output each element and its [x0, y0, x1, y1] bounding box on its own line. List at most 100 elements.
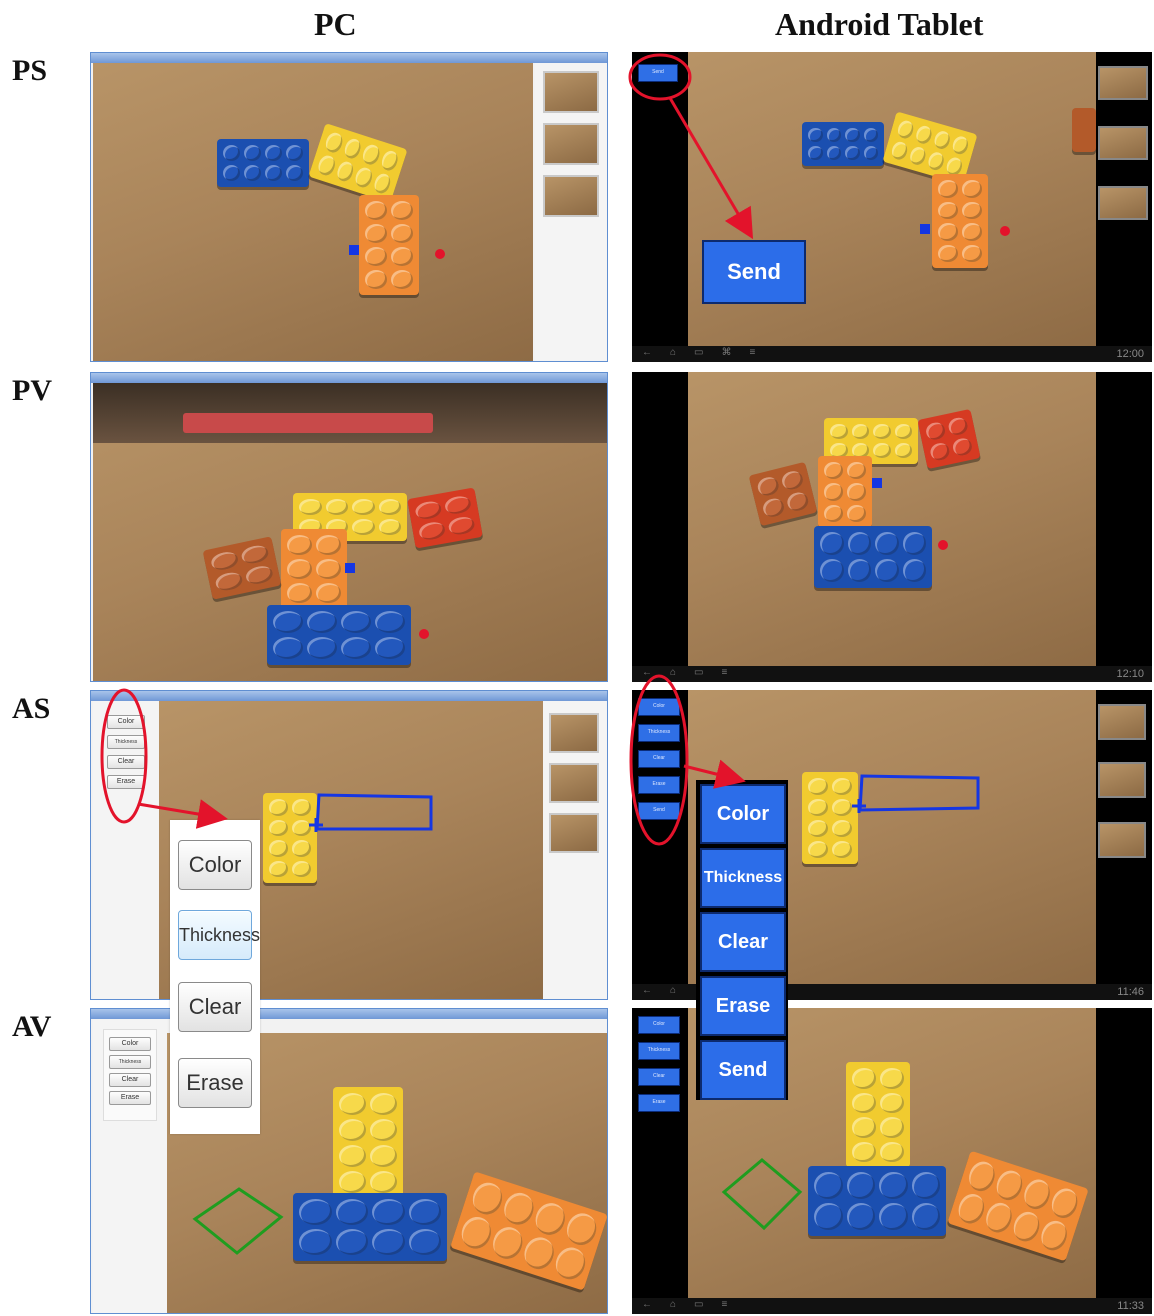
drawing-overlay [852, 774, 980, 813]
highlight-ellipse-pc-tools [100, 688, 148, 824]
drawing-overlay [309, 793, 433, 832]
clear-button-small[interactable]: Clear [638, 750, 680, 768]
thumbnail-2[interactable] [1098, 126, 1148, 160]
status-clock: 11:33 [1117, 1300, 1144, 1312]
clear-button-enlarged[interactable]: Clear [700, 912, 786, 972]
row-label-as: AS [12, 692, 51, 725]
status-clock: 12:00 [1116, 348, 1144, 360]
thumbnail-2[interactable] [1098, 762, 1146, 798]
color-button-enlarged[interactable]: Color [700, 784, 786, 844]
clear-button-enlarged[interactable]: Clear [178, 982, 252, 1032]
thumbnail-2[interactable] [549, 763, 599, 803]
pc-button-callout: Color Thickness Clear Erase [170, 820, 260, 1134]
drawing-overlay [192, 1187, 284, 1255]
blue-square-marker [920, 224, 930, 234]
send-button-enlarged[interactable]: Send [700, 1040, 786, 1100]
lego-yellow-brick [824, 418, 918, 464]
camera-view [688, 372, 1096, 666]
tool-sidebar: Color Thickness Clear Erase [93, 1019, 167, 1313]
thumbnail-3[interactable] [1098, 822, 1146, 858]
nav-icons[interactable]: ←⌂ [642, 985, 695, 996]
lego-blue-brick [802, 122, 884, 166]
arrow-tablet-tools [683, 759, 746, 789]
clear-button-small[interactable]: Clear [109, 1073, 151, 1087]
tablet-button-callout: Color Thickness Clear Erase Send [696, 780, 788, 1100]
highlight-ellipse-tablet-tools [629, 674, 689, 846]
thickness-button-enlarged[interactable]: Thickness [700, 848, 786, 908]
tablet-screen-ps: Send Send ←⌂▭⌘≡ 12:00 [632, 52, 1152, 362]
row-label-pv: PV [12, 374, 52, 407]
thickness-button-small[interactable]: Thickness [638, 724, 680, 742]
lego-blue-brick [808, 1166, 946, 1236]
thumbnail-column [543, 701, 607, 999]
color-button-small[interactable]: Color [109, 1037, 151, 1051]
send-button-small[interactable]: Send [638, 64, 678, 82]
window-titlebar [91, 691, 607, 701]
thumbnail-1[interactable] [1098, 704, 1146, 740]
thumbnail-1[interactable] [1098, 66, 1148, 100]
erase-button-enlarged[interactable]: Erase [700, 976, 786, 1036]
thumbnail-1[interactable] [549, 713, 599, 753]
status-clock: 11:46 [1117, 986, 1144, 998]
row-label-ps: PS [12, 54, 48, 87]
red-dot-marker [419, 629, 429, 639]
thumbnail-1[interactable] [543, 71, 599, 113]
red-dot-marker [938, 540, 948, 550]
row-label-av: AV [12, 1010, 52, 1043]
thumbnail-2[interactable] [543, 123, 599, 165]
red-book [183, 413, 433, 433]
lego-blue-brick [814, 526, 932, 588]
red-dot-marker [1000, 226, 1010, 236]
window-titlebar [91, 1009, 607, 1019]
send-button-small[interactable]: Send [638, 802, 680, 820]
erase-button-small[interactable]: Erase [107, 775, 145, 789]
send-button-enlarged[interactable]: Send [702, 240, 806, 304]
window-titlebar [91, 373, 607, 383]
thumbnail-3[interactable] [543, 175, 599, 217]
pc-window-ps [90, 52, 608, 362]
color-button-small[interactable]: Color [638, 1016, 680, 1034]
arrow-send [668, 97, 754, 240]
lego-brown-brick-partial [1072, 108, 1096, 152]
nav-icons[interactable]: ←⌂▭⌘≡ [642, 347, 774, 358]
color-button-small[interactable]: Color [107, 715, 145, 729]
android-nav-bar: ←⌂▭⌘≡ 12:00 [632, 346, 1152, 362]
erase-button-small[interactable]: Erase [638, 1094, 680, 1112]
tablet-screen-pv: ←⌂▭≡ 12:10 [632, 372, 1152, 682]
thumbnail-column [535, 63, 607, 361]
erase-button-enlarged[interactable]: Erase [178, 1058, 252, 1108]
nav-icons[interactable]: ←⌂▭≡ [642, 1299, 746, 1310]
thickness-button-enlarged[interactable]: Thickness [178, 910, 260, 960]
lego-orange-brick [932, 174, 988, 268]
pc-window-pv [90, 372, 608, 682]
thumbnail-3[interactable] [549, 813, 599, 853]
red-dot-marker [435, 249, 445, 259]
lego-yellow-brick [263, 793, 317, 883]
arrow-pc-tools [137, 799, 228, 829]
lego-orange-brick [818, 456, 872, 528]
thickness-button-small[interactable]: Thickness [109, 1055, 151, 1069]
erase-button-small[interactable]: Erase [638, 776, 680, 794]
thickness-button-small[interactable]: Thickness [638, 1042, 680, 1060]
lego-blue-brick [267, 605, 411, 665]
lego-yellow-brick [293, 493, 407, 541]
lego-yellow-brick [802, 772, 858, 864]
thumbnail-3[interactable] [1098, 186, 1148, 220]
android-nav-bar: ←⌂▭≡ 12:10 [632, 666, 1152, 682]
android-nav-bar: ←⌂▭≡ 11:33 [632, 1298, 1152, 1314]
highlight-ellipse-send [628, 53, 692, 101]
tool-sidebar: Color Thickness Clear Erase [93, 701, 159, 999]
window-titlebar [91, 53, 607, 63]
blue-square-marker [872, 478, 882, 488]
lego-blue-brick [293, 1193, 447, 1261]
drawing-overlay [721, 1158, 803, 1231]
color-button-enlarged[interactable]: Color [178, 840, 252, 890]
blue-square-marker [349, 245, 359, 255]
nav-icons[interactable]: ←⌂▭≡ [642, 667, 746, 678]
lego-yellow-brick [333, 1087, 403, 1199]
erase-button-small[interactable]: Erase [109, 1091, 151, 1105]
lego-blue-brick [217, 139, 309, 187]
clear-button-small[interactable]: Clear [638, 1068, 680, 1086]
camera-view [93, 63, 533, 361]
